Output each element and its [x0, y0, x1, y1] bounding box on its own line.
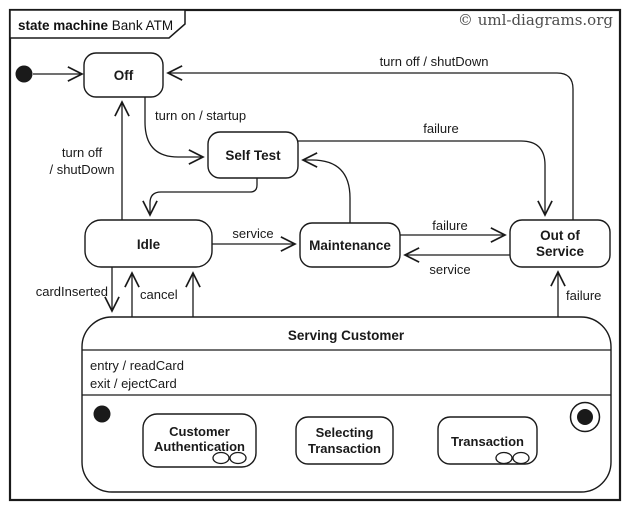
label-service-idle: service: [232, 226, 273, 241]
state-selecting-transaction: Selecting Transaction: [295, 416, 394, 465]
diagram-frame: [8, 8, 622, 502]
label-failure-selftest: failure: [423, 121, 458, 136]
transition-selftest-to-outofservice: [298, 140, 553, 217]
state-self-test: Self Test: [207, 131, 299, 179]
state-idle: Idle: [84, 219, 213, 268]
state-out-of-service-label2: Service: [536, 244, 585, 259]
serving-customer-entry-activity: entry / readCard: [90, 358, 184, 373]
transition-off-to-selftest: [144, 97, 205, 165]
label-turn-off-shutdown-top: turn off / shutDown: [380, 54, 489, 69]
transition-outofservice-to-off: [166, 65, 574, 220]
state-customer-authentication-label1: Customer: [169, 424, 230, 439]
serving-customer-exit-activity: exit / ejectCard: [90, 376, 177, 391]
state-out-of-service: Out of Service: [509, 219, 611, 268]
frame-title-keyword: state machine: [18, 18, 109, 33]
transitions: [33, 65, 574, 449]
state-serving-customer-label: Serving Customer: [288, 328, 405, 343]
initial-state-icon-inner: [93, 405, 111, 423]
transition-labels: turn off / shutDown turn on / startup tu…: [36, 54, 602, 303]
label-turn-on-startup: turn on / startup: [155, 108, 246, 123]
state-off-label: Off: [114, 68, 134, 83]
state-self-test-label: Self Test: [225, 148, 281, 163]
state-maintenance: Maintenance: [299, 222, 401, 268]
state-idle-label: Idle: [137, 237, 161, 252]
state-selecting-transaction-label2: Transaction: [308, 441, 381, 456]
label-failure-maintenance: failure: [432, 218, 467, 233]
submachine-icon: [212, 451, 247, 465]
state-transaction: Transaction: [437, 416, 538, 465]
copyright-text: © uml-diagrams.org: [458, 11, 613, 29]
label-turn-off-left-line2: / shutDown: [49, 162, 114, 177]
label-turn-off-left-line1: turn off: [62, 145, 103, 160]
state-out-of-service-label1: Out of: [540, 228, 580, 243]
state-off: Off: [83, 52, 164, 98]
frame-title-tab: state machine Bank ATM: [9, 9, 186, 39]
state-transaction-label: Transaction: [451, 434, 524, 449]
state-customer-authentication: Customer Authentication: [142, 413, 257, 468]
state-selecting-transaction-label1: Selecting: [316, 425, 374, 440]
label-failure-serving: failure: [566, 288, 601, 303]
label-cancel: cancel: [140, 287, 178, 302]
transition-maintenance-to-selftest: [301, 152, 351, 223]
frame-title: state machine Bank ATM: [18, 18, 173, 33]
label-card-inserted: cardInserted: [36, 284, 108, 299]
initial-state-icon: [15, 65, 33, 83]
state-maintenance-label: Maintenance: [309, 238, 391, 253]
transition-selftest-to-idle: [142, 178, 258, 217]
submachine-icon: [495, 451, 530, 465]
state-customer-authentication-label2: Authentication: [154, 439, 245, 454]
label-service-outofservice: service: [429, 262, 470, 277]
final-state-icon: [569, 401, 601, 433]
frame-title-name: Bank ATM: [108, 18, 173, 33]
state-serving-customer: Serving Customer entry / readCard exit /…: [81, 316, 612, 493]
